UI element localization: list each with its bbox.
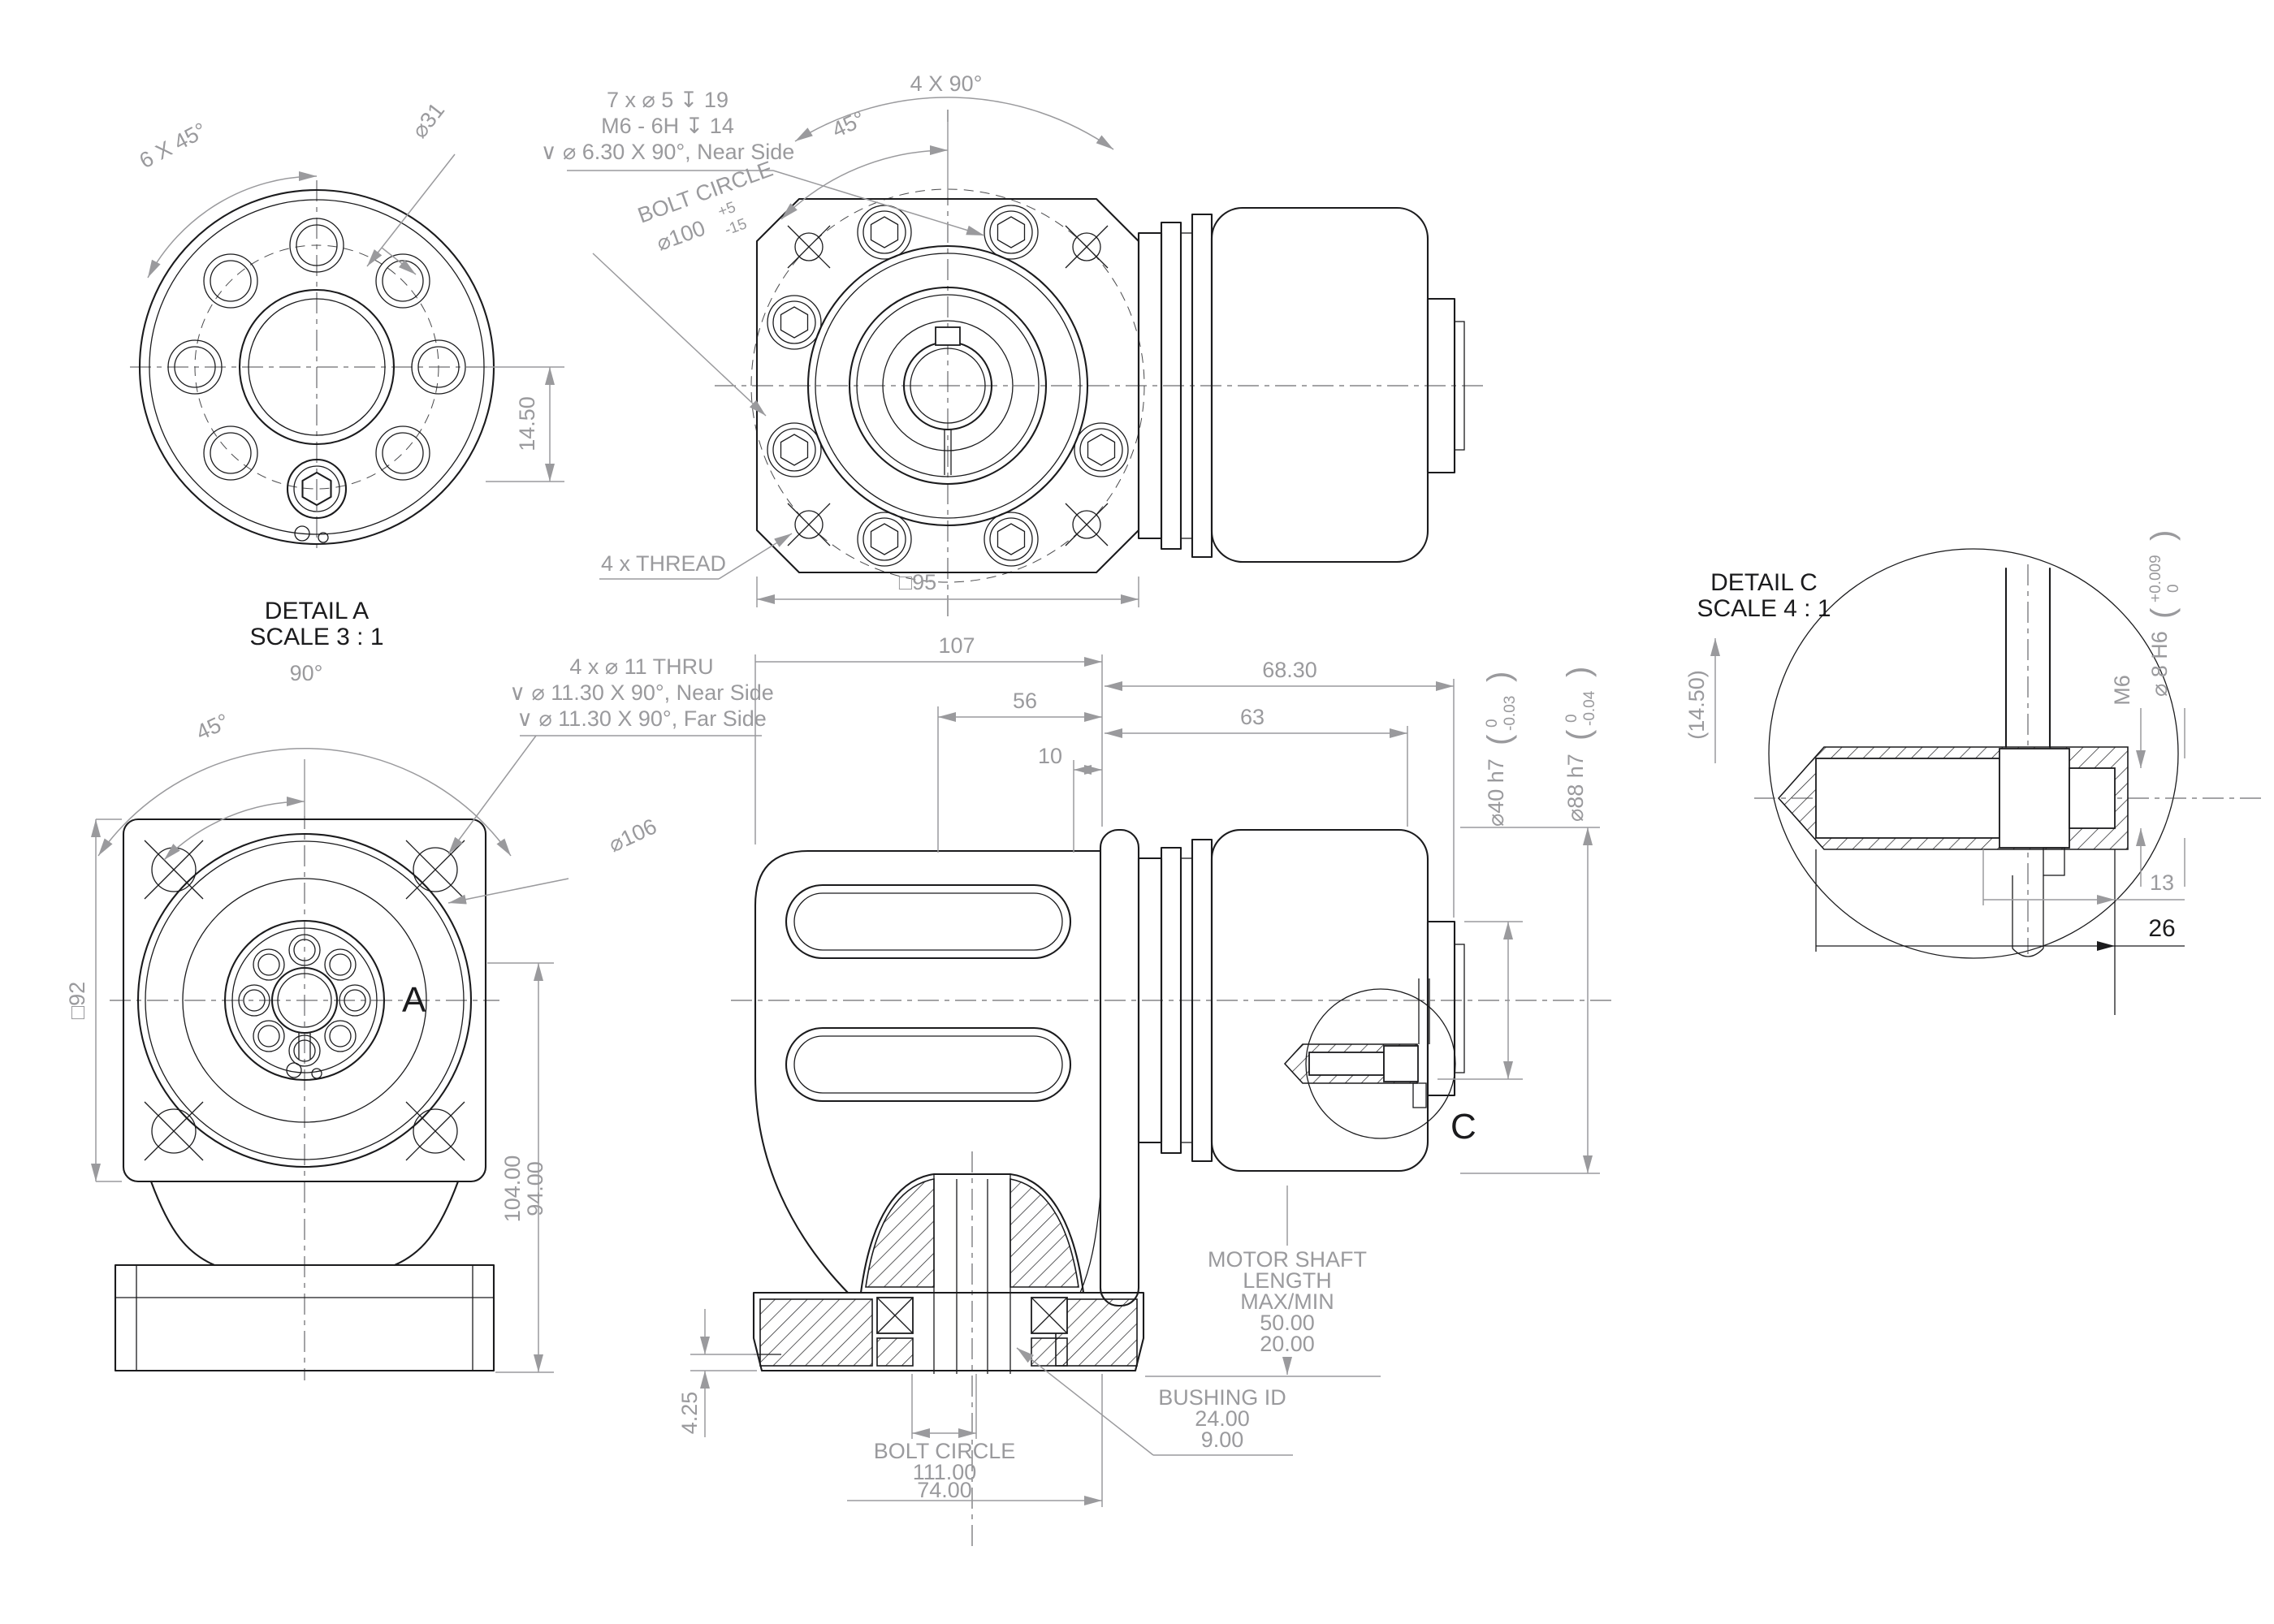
left-pedestal [114, 1180, 495, 1372]
view-side-section: C 107 56 10 68.30 63 ⌀40 h7 ( 0 -0.03 ) [677, 633, 1616, 1547]
bushing-note-3: 9.00 [1201, 1427, 1244, 1452]
bolt-circle-label: BOLT CIRCLE [634, 157, 776, 228]
front-dimensions: 4 X 90° 45° 7 x ⌀ 5 ↧ 19 M6 - 6H ↧ 14 ∨ … [541, 71, 1139, 607]
dim-chamfer: 6 X 45° [136, 118, 211, 173]
dim-square-92: □92 [65, 982, 89, 1019]
side-output-section [752, 1173, 1145, 1374]
dim-63: 63 [1240, 705, 1265, 729]
dim-45: 45° [828, 106, 869, 142]
paren: ( [2145, 607, 2181, 619]
dim-dia-106: ⌀106 [605, 814, 660, 857]
dia40-label: ⌀40 h7 [1484, 758, 1508, 827]
front-centerlines [715, 110, 1486, 617]
dim-square-95: □95 [899, 570, 936, 594]
side-centerlines [731, 1000, 1616, 1547]
hole-callout-line3: ∨ ⌀ 6.30 X 90°, Near Side [541, 140, 794, 164]
dim-hole-dia: ⌀31 [407, 98, 449, 143]
paren: ( [1481, 734, 1517, 745]
motor-shaft-note-5: 20.00 [1260, 1332, 1315, 1356]
side-housing [754, 828, 1140, 1307]
detail-c-geometry [1754, 548, 2266, 959]
detail-a-centerlines [130, 180, 504, 554]
dim-104: 104.00 [500, 1155, 525, 1223]
detail-a-title: DETAIL A [265, 598, 369, 624]
dia88-label: ⌀88 h7 [1563, 754, 1588, 822]
bolt-circle-dia: ⌀100 [653, 216, 708, 256]
dia40-tol-lower: -0.03 [1502, 696, 1519, 731]
paren: ) [2145, 530, 2181, 541]
bolt-circle-tol-upper: +5 [715, 199, 738, 221]
hex-socket-screw [286, 458, 348, 520]
dim-14-50: 14.50 [515, 396, 539, 451]
left-centerlines [110, 808, 499, 1380]
dim-56: 56 [1013, 689, 1037, 713]
paren: ( [1561, 729, 1597, 741]
dim-4x90: 4 X 90° [910, 71, 983, 96]
dim-ref-14-50: (14.50) [1684, 670, 1709, 740]
left-callout-line2: ∨ ⌀ 11.30 X 90°, Near Side [509, 680, 774, 705]
detail-c-flag-region: C [1283, 978, 1476, 1147]
side-motor-body [1137, 828, 1465, 1173]
detail-c-scale: SCALE 4 : 1 [1697, 595, 1831, 622]
dim-13: 13 [2150, 870, 2174, 895]
motor-shaft-note-3: MAX/MIN [1240, 1289, 1334, 1314]
bushing-note-1: BUSHING ID [1158, 1385, 1286, 1410]
bolt-circle-note-3: 74.00 [917, 1478, 972, 1502]
bore-tol-lower: 0 [2165, 584, 2182, 593]
dia88-tol-upper: 0 [1563, 714, 1580, 723]
motor-shaft-note-1: MOTOR SHAFT [1208, 1247, 1367, 1272]
bolt-circle-note-1: BOLT CIRCLE [874, 1439, 1016, 1463]
bolt-circle-callout: BOLT CIRCLE ⌀100 +5 -15 [634, 157, 776, 256]
view-left-front: 90° 45° 4 x ⌀ 11 THRU ∨ ⌀ 11.30 X 90°, N… [65, 654, 774, 1380]
motor-body-top [1137, 206, 1465, 564]
dim-107: 107 [938, 633, 975, 658]
view-detail-c: DETAIL C SCALE 4 : 1 (14.50) M6 ⌀ 8 H6 (… [1684, 530, 2266, 1015]
left-dimensions: 90° 45° 4 x ⌀ 11 THRU ∨ ⌀ 11.30 X 90°, N… [65, 654, 774, 1373]
bore-tol-upper: +0.009 [2147, 555, 2164, 603]
dia40-tol-upper: 0 [1484, 719, 1501, 728]
dia88-tol-lower: -0.04 [1581, 690, 1598, 726]
detail-c-dimensions: (14.50) M6 ⌀ 8 H6 ( +0.009 0 ) 13 26 [1684, 530, 2185, 1015]
left-callout-line1: 4 x ⌀ 11 THRU [569, 654, 713, 679]
dim-90: 90° [290, 661, 323, 685]
dim-45-left: 45° [192, 709, 233, 745]
side-dimensions-top: 107 56 10 68.30 63 [754, 633, 1455, 918]
detail-a-scale: SCALE 3 : 1 [249, 624, 383, 650]
paren: ) [1481, 672, 1517, 682]
paren: ) [1561, 667, 1597, 677]
motor-shaft-note-4: 50.00 [1260, 1311, 1315, 1335]
hole-callout-line1: 7 x ⌀ 5 ↧ 19 [607, 88, 728, 112]
bore-label: ⌀ 8 H6 [2147, 631, 2172, 697]
left-callout-line3: ∨ ⌀ 11.30 X 90°, Far Side [517, 706, 766, 731]
detail-c-flag: C [1450, 1107, 1476, 1147]
bushing-note-2: 24.00 [1195, 1406, 1250, 1431]
dim-dia40: ⌀40 h7 ( 0 -0.03 ) [1481, 672, 1519, 827]
motor-shaft-note-2: LENGTH [1243, 1268, 1332, 1293]
view-detail-a: 6 X 45° ⌀31 14.50 DETAIL A SCALE 3 : 1 [130, 98, 564, 650]
dim-m6: M6 [2110, 675, 2134, 706]
bolt-circle-note-2: 111.00 [913, 1460, 977, 1484]
side-dimensions-right: ⌀40 h7 ( 0 -0.03 ) ⌀88 h7 ( 0 -0.04 ) [1437, 667, 1600, 1174]
detail-a-flag: A [402, 980, 426, 1020]
dim-68-30: 68.30 [1262, 658, 1317, 682]
dim-94: 94.00 [523, 1161, 547, 1216]
front-geometry [755, 197, 1140, 574]
thread-note: 4 x THREAD [601, 551, 726, 576]
dim-4-25: 4.25 [677, 1392, 702, 1435]
dim-dia88: ⌀88 h7 ( 0 -0.04 ) [1561, 667, 1598, 822]
detail-c-title: DETAIL C [1710, 569, 1818, 596]
side-dimensions-bottom: MOTOR SHAFT LENGTH MAX/MIN 50.00 20.00 B… [677, 1186, 1381, 1507]
detail-a-geometry [138, 188, 495, 546]
view-front: 4 X 90° 45° 7 x ⌀ 5 ↧ 19 M6 - 6H ↧ 14 ∨ … [541, 71, 1486, 617]
dim-10: 10 [1038, 744, 1062, 768]
dim-26: 26 [2148, 915, 2175, 942]
dim-dia8: ⌀ 8 H6 ( +0.009 0 ) [2145, 530, 2182, 697]
hole-callout-line2: M6 - 6H ↧ 14 [601, 114, 734, 138]
detail-a-dimensions: 6 X 45° ⌀31 14.50 [136, 98, 564, 482]
